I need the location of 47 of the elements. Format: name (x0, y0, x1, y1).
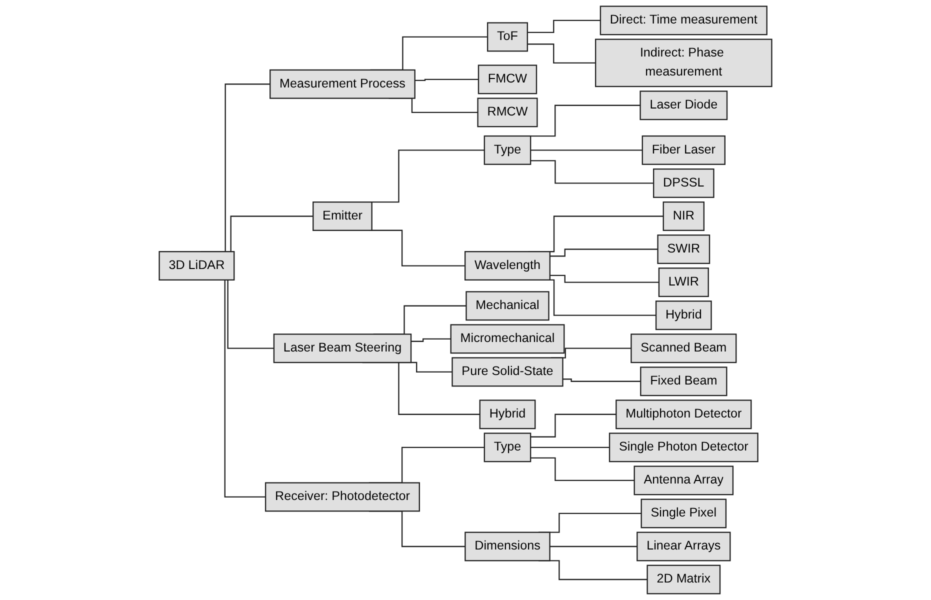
node-box: 2D Matrix (646, 564, 721, 594)
node-box: 3D LiDAR (158, 251, 235, 281)
node-box: Multiphoton Detector (616, 400, 752, 430)
connector (530, 457, 634, 482)
node-box: Scanned Beam (630, 334, 737, 364)
node-box: SWIR (657, 234, 710, 264)
node-box: Single Pixel (640, 498, 727, 528)
connector (414, 78, 478, 82)
node-box: NIR (662, 202, 704, 231)
node-box: Hybrid (655, 300, 712, 330)
node-box: Fixed Beam (640, 366, 728, 396)
connector (527, 20, 600, 34)
connector (550, 546, 638, 548)
node-box: LWIR (658, 268, 709, 298)
node-box: Pure Solid-State (452, 357, 564, 387)
connector (530, 414, 616, 438)
node-box: Linear Arrays (636, 532, 731, 562)
node-box: Antenna Array (634, 466, 734, 496)
node-box: Emitter (312, 202, 372, 231)
connector (550, 248, 658, 257)
node-box: Micromechanical (450, 324, 565, 354)
connector (527, 44, 596, 64)
node-box: Wavelength (464, 251, 550, 281)
node-box: Measurement Process (270, 69, 416, 99)
node-box: Dimensions (464, 532, 550, 562)
node-box: FMCW (478, 64, 538, 94)
connector (411, 338, 451, 342)
connector (562, 378, 641, 382)
node-box: Type (484, 432, 532, 462)
node-box: Laser Diode (640, 90, 728, 120)
connector (530, 150, 642, 151)
node-box: Indirect: Phase measurement (594, 38, 772, 88)
node-box: Type (484, 135, 532, 165)
node-box: Receiver: Photodetector (264, 482, 420, 512)
node-box: Mechanical (466, 291, 550, 321)
node-box: Laser Beam Steering (273, 334, 412, 364)
connector (530, 446, 610, 448)
connector (530, 104, 640, 137)
node-box: Direct: Time measurement (600, 6, 768, 36)
node-box: Hybrid (479, 400, 536, 430)
node-box: RMCW (477, 98, 538, 128)
node-box: Fiber Laser (642, 135, 726, 165)
connector (530, 160, 654, 184)
node-box: DPSSL (652, 168, 714, 198)
connector (550, 274, 659, 283)
node-box: Single Photon Detector (608, 432, 758, 462)
node-box: ToF (486, 22, 528, 52)
